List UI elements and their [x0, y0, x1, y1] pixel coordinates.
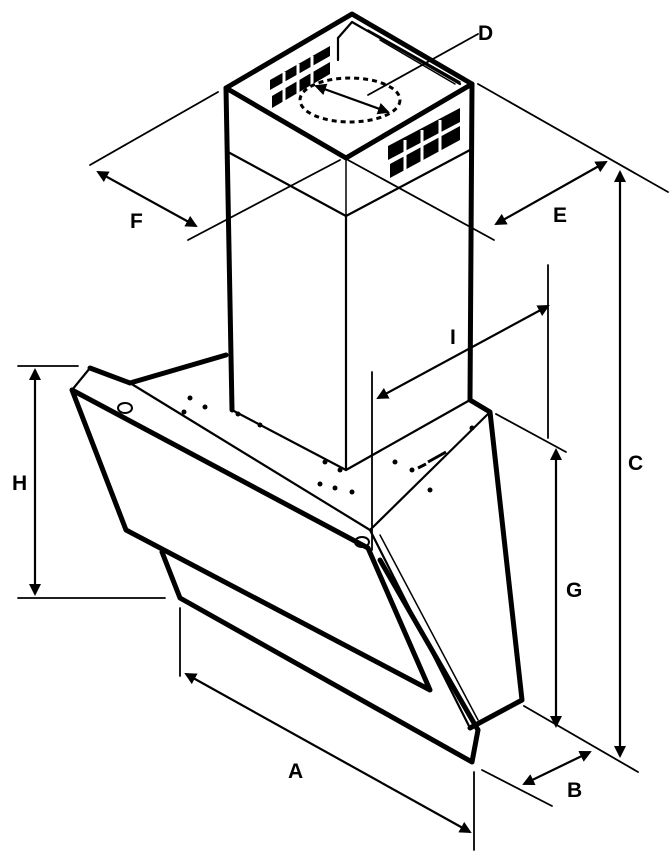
duct-outlet	[298, 76, 402, 124]
dimension-h	[17, 365, 166, 599]
label-e: E	[553, 204, 567, 227]
dimension-f	[89, 91, 341, 241]
dimension-b	[481, 750, 592, 807]
chimney	[223, 11, 475, 472]
label-h: H	[12, 472, 27, 495]
lower-panel	[159, 549, 481, 765]
label-c: C	[628, 452, 643, 475]
label-b: B	[567, 779, 582, 802]
glass-panel	[69, 387, 433, 693]
vent-grille-right	[388, 108, 460, 178]
dimension-a	[179, 607, 475, 851]
label-a: A	[288, 760, 303, 783]
label-d: D	[478, 22, 493, 45]
dimension-d	[314, 33, 479, 115]
vent-grille-left	[270, 46, 330, 108]
label-f: F	[130, 210, 143, 233]
mounting-holes	[181, 395, 475, 495]
dimension-i	[371, 264, 550, 551]
label-i: I	[450, 326, 456, 349]
label-g: G	[566, 579, 582, 602]
hood-body	[69, 352, 525, 765]
dimension-g	[495, 413, 639, 773]
dimension-e	[347, 83, 669, 241]
